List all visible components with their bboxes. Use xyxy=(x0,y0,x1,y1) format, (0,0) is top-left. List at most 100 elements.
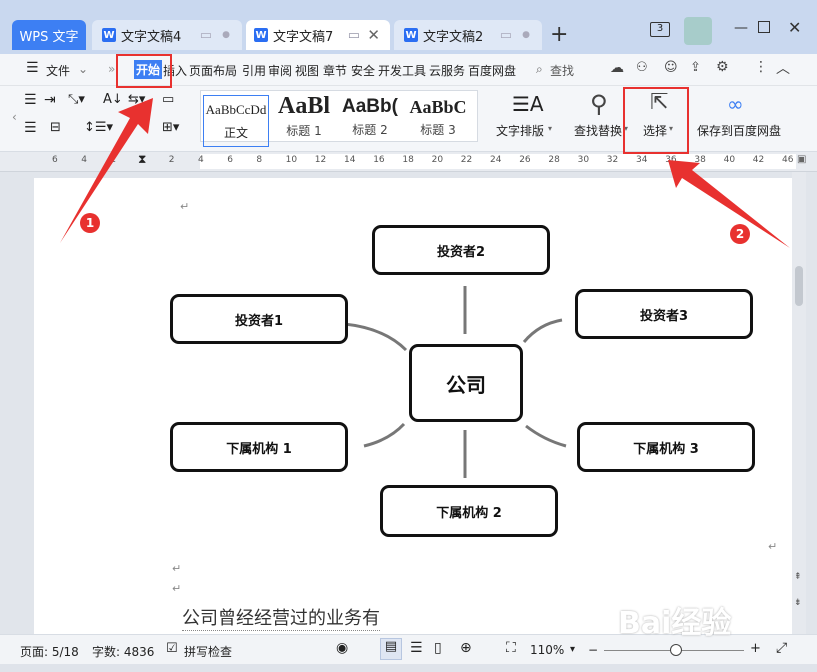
zoom-in-icon[interactable]: + xyxy=(750,641,761,656)
maximize-icon[interactable] xyxy=(758,21,770,33)
double-chevron-icon[interactable]: » xyxy=(108,62,116,76)
find-replace-button[interactable]: 查找替换 xyxy=(574,124,623,138)
style-preview: AaBbC xyxy=(409,97,467,117)
node-investor-2[interactable]: 投资者2 xyxy=(372,225,550,275)
sort-icon[interactable]: A↓ xyxy=(103,92,123,107)
ruler-tick-label: 16 xyxy=(373,155,385,165)
menu-developer[interactable]: 开发工具 xyxy=(378,64,427,78)
search-icon[interactable]: ⌕ xyxy=(536,62,543,76)
baidu-pan-icon[interactable]: ∞ xyxy=(727,92,744,116)
arrow-two xyxy=(668,160,790,248)
select-button[interactable]: 选择 xyxy=(643,124,668,138)
menu-chapter[interactable]: 章节 xyxy=(323,64,348,78)
page-indicator[interactable]: 页面: 5/18 xyxy=(20,645,79,659)
scroll-up-page-icon[interactable]: ⇞ xyxy=(794,572,802,582)
avatar[interactable] xyxy=(684,17,712,45)
spell-check[interactable]: 拼写检查 xyxy=(184,645,233,659)
node-subsidiary-3[interactable]: 下属机构 3 xyxy=(577,422,755,472)
fullscreen-icon[interactable]: ⤢ xyxy=(776,640,788,656)
checkbox-icon[interactable]: ☑ xyxy=(166,641,178,656)
word-count[interactable]: 字数: 4836 xyxy=(92,645,155,659)
zoom-out-icon[interactable]: − xyxy=(588,643,599,657)
node-company[interactable]: 公司 xyxy=(409,344,523,422)
text-layout-icon[interactable]: ☰A xyxy=(512,92,544,116)
menu-review[interactable]: 审阅 xyxy=(268,64,293,78)
minimize-icon[interactable]: — xyxy=(734,20,748,36)
tab-document-7[interactable]: W 文字文稿7 ▭ ✕ xyxy=(246,20,390,50)
chevron-down-icon[interactable]: ▾ xyxy=(570,644,576,655)
menu-view[interactable]: 视图 xyxy=(295,64,320,78)
magnifier-icon[interactable]: ⚲ xyxy=(590,90,608,118)
menu-insert[interactable]: 插入 xyxy=(163,64,188,78)
style-heading-1[interactable]: AaBl 标题 1 xyxy=(271,91,337,143)
close-window-icon[interactable]: ✕ xyxy=(788,18,802,37)
gear-icon[interactable]: ⚙ xyxy=(716,59,729,75)
tab-stop-icon[interactable]: ▭ xyxy=(162,92,175,107)
share-icon[interactable]: ⇪ xyxy=(690,60,701,75)
menu-file[interactable]: 文件 xyxy=(46,64,71,78)
search-label[interactable]: 查找 xyxy=(550,64,575,78)
paragraph-mark: ↵ xyxy=(172,562,182,575)
fit-page-icon[interactable]: ⛶ xyxy=(506,640,516,656)
zoom-slider-thumb[interactable] xyxy=(670,644,682,656)
menu-cloud[interactable]: 云服务 xyxy=(429,64,466,78)
ruler-tick-label: 46 xyxy=(782,155,794,165)
node-investor-1[interactable]: 投资者1 xyxy=(170,294,348,344)
writer-doc-icon: W xyxy=(404,28,418,42)
cloud-sync-icon[interactable]: ☁ xyxy=(610,60,624,76)
node-investor-3[interactable]: 投资者3 xyxy=(575,289,753,339)
line-spacing-icon[interactable]: ↕☰▾ xyxy=(84,120,114,135)
indent-icon[interactable]: ⇥ xyxy=(44,92,56,108)
scroll-left-icon[interactable]: ‹ xyxy=(12,110,17,124)
collapse-ribbon-icon[interactable]: ︿ xyxy=(776,61,790,77)
window-count-badge[interactable]: 3 xyxy=(650,22,670,37)
outline-view-icon[interactable]: ☰ xyxy=(410,640,423,656)
horizontal-ruler[interactable]: 6422468101214161820222426283032343638404… xyxy=(0,152,817,172)
page-view-icon[interactable]: ▤ xyxy=(380,638,402,660)
align-left-icon[interactable]: ☰ xyxy=(24,92,37,108)
text-direction-icon[interactable]: ⤡▾ xyxy=(68,92,85,107)
style-heading-2[interactable]: AaBb( 标题 2 xyxy=(337,91,403,143)
indent-marker-icon[interactable]: ⧗ xyxy=(138,152,147,166)
menu-references[interactable]: 引用 xyxy=(242,64,267,78)
scroll-down-page-icon[interactable]: ⇟ xyxy=(794,598,802,608)
new-tab-button[interactable]: + xyxy=(550,22,569,47)
menu-home[interactable]: 开始 xyxy=(134,60,163,79)
chevron-down-icon[interactable]: ⌄ xyxy=(78,62,89,76)
add-user-icon[interactable]: ⚇ xyxy=(636,60,648,75)
cursor-icon[interactable]: ⇱ xyxy=(650,90,669,115)
document-paragraph[interactable]: 公司曾经经营过的业务有 xyxy=(182,604,380,631)
reading-view-icon[interactable]: ▯ xyxy=(434,640,442,656)
tab-document-2[interactable]: W 文字文稿2 ▭ ● xyxy=(394,20,542,50)
web-view-icon[interactable]: ⊕ xyxy=(460,640,472,656)
tab-wps-home[interactable]: WPS 文字 xyxy=(12,20,86,50)
document-page[interactable]: ↵ 投资者2 投资者1 投资者3 公司 下属机构 1 下属机构 3 下属机构 2… xyxy=(34,178,792,638)
menu-baidu-pan[interactable]: 百度网盘 xyxy=(468,64,517,78)
style-heading-3[interactable]: AaBbC 标题 3 xyxy=(405,91,471,143)
close-tab-icon[interactable]: ✕ xyxy=(367,26,380,44)
eye-icon[interactable]: ◉ xyxy=(336,640,349,656)
more-icon[interactable]: ⋮ xyxy=(754,59,768,75)
comment-icon[interactable]: ☺ xyxy=(664,60,678,75)
menu-page-layout[interactable]: 页面布局 xyxy=(189,64,238,78)
style-normal[interactable]: AaBbCcDd 正文 xyxy=(203,95,269,147)
node-subsidiary-2[interactable]: 下属机构 2 xyxy=(380,485,558,537)
chevron-down-icon[interactable]: ▾ xyxy=(669,124,674,133)
distribute-icon[interactable]: ⊟ xyxy=(50,120,61,135)
ruler-toggle-icon[interactable]: ▣ xyxy=(797,154,807,165)
hamburger-icon[interactable]: ☰ xyxy=(26,60,39,76)
ruler-tick-label: 22 xyxy=(460,155,473,165)
tab-document-4[interactable]: W 文字文稿4 ▭ ● xyxy=(92,20,242,50)
node-subsidiary-1[interactable]: 下属机构 1 xyxy=(170,422,348,472)
border-icon[interactable]: ⊞▾ xyxy=(162,120,180,135)
text-layout-button[interactable]: 文字排版 xyxy=(496,124,545,138)
style-preview: AaBbCcDd xyxy=(205,102,267,117)
vertical-scrollbar[interactable]: ⇞ ⇟ xyxy=(792,172,806,634)
save-baidu-button[interactable]: 保存到百度网盘 xyxy=(697,124,782,138)
chevron-down-icon[interactable]: ▾ xyxy=(624,124,629,133)
chevron-down-icon[interactable]: ▾ xyxy=(548,124,553,133)
menu-security[interactable]: 安全 xyxy=(351,64,376,78)
scrollbar-thumb[interactable] xyxy=(795,266,803,306)
zoom-level[interactable]: 110% xyxy=(530,643,565,657)
justify-icon[interactable]: ☰ xyxy=(24,120,37,136)
